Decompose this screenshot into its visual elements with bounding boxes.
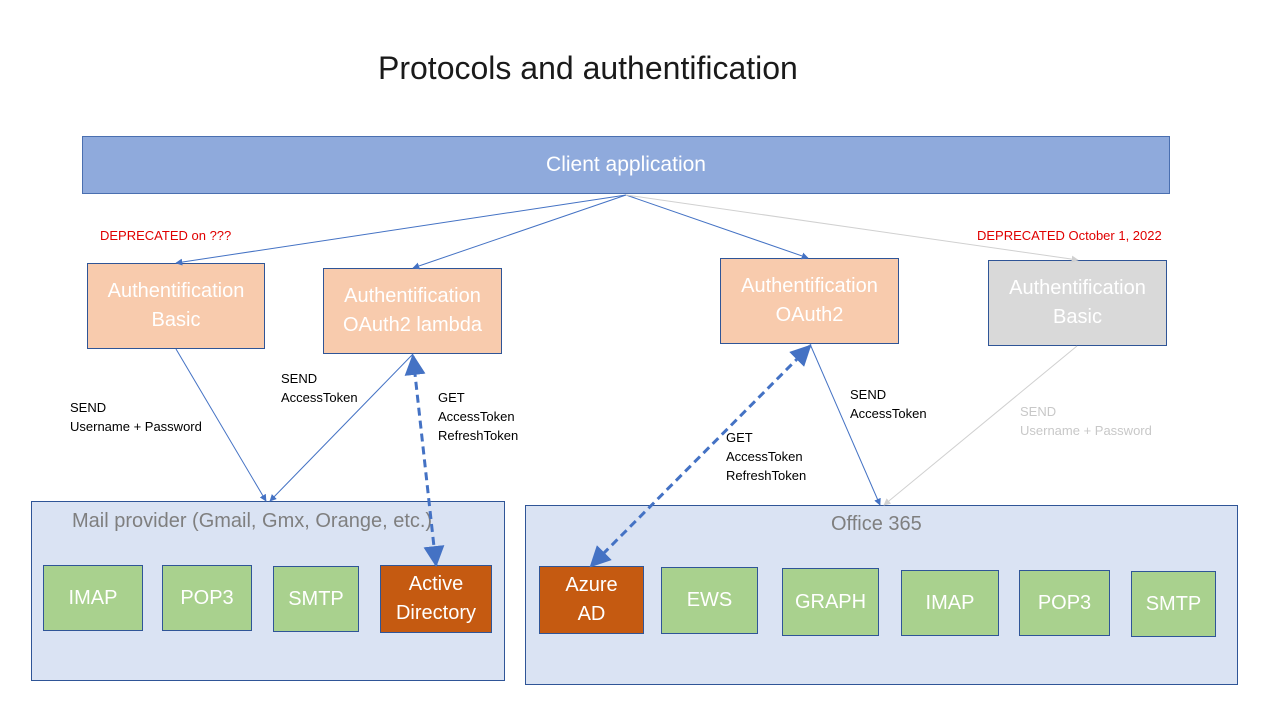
note-get-tokens-lambda: GET AccessToken RefreshToken [438,388,518,445]
auth-oauth2-line1: Authentification [741,275,878,297]
mail-provider-pop3-box: POP3 [162,565,252,631]
client-application-box: Client application [82,136,1170,194]
note-get-tokens-lambda-line1: GET [438,390,465,405]
mail-provider-imap-label: IMAP [68,586,118,609]
active-directory-line2: Directory [395,602,476,624]
auth-basic-right-line2: Basic [1053,306,1102,328]
auth-basic-right-line1: Authentification [1009,277,1146,299]
note-send-token-lambda: SEND AccessToken [281,369,358,407]
auth-oauth2-lambda-line1: Authentification [344,285,481,307]
note-get-tokens-oauth2: GET AccessToken RefreshToken [726,428,806,485]
note-send-token-oauth2: SEND AccessToken [850,385,927,423]
office365-label: Office 365 [831,513,922,535]
azure-ad-box: Azure AD [539,566,644,634]
note-send-user-pass-right-line1: SEND [1020,404,1057,419]
arrow-oauth2-to-office365 [809,343,881,506]
office365-ews-box: EWS [661,567,758,634]
office365-pop3-label: POP3 [1037,591,1092,614]
active-directory-line1: Active [408,573,464,595]
office365-pop3-box: POP3 [1019,570,1110,636]
auth-oauth2-box: Authentification OAuth2 [720,258,899,344]
office365-imap-label: IMAP [925,591,975,614]
mail-provider-label: Mail provider (Gmail, Gmx, Orange, etc.) [72,510,433,532]
azure-ad-line2: AD [577,603,606,625]
deprecated-note-left: DEPRECATED on ??? [100,228,232,243]
mail-provider-smtp-box: SMTP [273,566,359,632]
note-get-tokens-lambda-line3: RefreshToken [438,428,519,443]
auth-oauth2-lambda-line2: OAuth2 lambda [343,314,482,336]
office365-graph-box: GRAPH [782,568,879,636]
note-send-user-pass-left-line1: SEND [70,400,107,415]
client-application-label: Client application [546,153,706,176]
note-send-token-lambda-line2: AccessToken [281,390,358,405]
auth-basic-left-line1: Authentification [107,280,245,302]
office365-ews-label: EWS [686,589,733,611]
note-get-tokens-oauth2-line1: GET [726,430,753,445]
page-title: Protocols and authentification [378,50,798,86]
note-send-user-pass-right: SEND Username + Password [1020,402,1152,440]
note-send-token-oauth2-line2: AccessToken [850,406,927,421]
office365-smtp-label: SMTP [1145,592,1202,615]
note-send-token-lambda-line1: SEND [281,371,318,386]
arrow-client-to-oauth2 [625,194,809,260]
auth-oauth2-lambda-box: Authentification OAuth2 lambda [323,268,502,354]
auth-basic-left-box: Authentification Basic [87,263,265,349]
mail-provider-smtp-label: SMTP [288,587,344,610]
note-send-user-pass-left-line2: Username + Password [70,419,202,434]
arrow-basic-right-to-office365 [883,345,1078,506]
deprecated-note-right: DEPRECATED October 1, 2022 [977,228,1162,243]
note-get-tokens-oauth2-line2: AccessToken [726,449,803,464]
note-send-user-pass-left: SEND Username + Password [70,398,202,436]
auth-basic-right-box: Authentification Basic [988,260,1167,346]
arrow-oauth2-lambda-to-mail [269,353,414,502]
note-send-user-pass-right-line2: Username + Password [1020,423,1152,438]
mail-provider-imap-box: IMAP [43,565,143,631]
dashed-lambda-active-directory [404,353,445,568]
azure-ad-line1: Azure [565,574,618,596]
note-get-tokens-lambda-line2: AccessToken [438,409,515,424]
note-get-tokens-oauth2-line3: RefreshToken [726,468,807,483]
arrow-client-to-basic-left [175,194,627,266]
arrow-client-to-oauth2-lambda [412,194,627,270]
arrow-basic-left-to-mail [175,348,267,502]
office365-graph-label: GRAPH [794,590,867,613]
office365-imap-box: IMAP [901,570,999,636]
note-send-token-oauth2-line1: SEND [850,387,887,402]
auth-basic-left-line2: Basic [151,309,201,331]
mail-provider-pop3-label: POP3 [180,586,234,609]
office365-smtp-box: SMTP [1131,571,1216,637]
auth-oauth2-line2: OAuth2 [775,304,844,326]
arrow-client-to-basic-right [625,194,1079,263]
